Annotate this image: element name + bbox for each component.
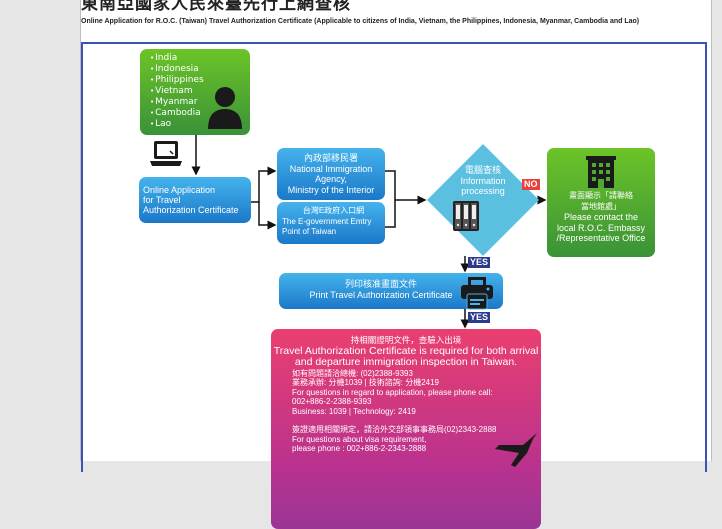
- processing-diamond: [427, 144, 539, 256]
- egov-en-2: Point of Taiwan: [282, 227, 337, 236]
- agency-en-1: National Immigration: [289, 163, 373, 174]
- info-zh-ext: 業務承辦: 分機1039 | 技術諮詢: 分機2419: [292, 378, 440, 387]
- country-item: Indonesia: [150, 64, 250, 75]
- airplane-icon: [495, 433, 537, 467]
- arrow-online-to-agency: [251, 166, 277, 203]
- person-icon: [208, 87, 242, 129]
- contact-en-2: local R.O.C. Embassy: [556, 222, 646, 233]
- info-en-head-1: Travel Authorization Certificate is requ…: [273, 344, 539, 357]
- page-title: 東南亞國家人民來臺先行上網查核: [81, 0, 351, 14]
- laptop-icon: [150, 141, 182, 166]
- online-application-box: Online Application for Travel Authorizat…: [139, 177, 251, 223]
- merge-line: [385, 170, 396, 228]
- yes-tag-1: YES: [468, 257, 491, 268]
- page-subtitle: Online Application for R.O.C. (Taiwan) T…: [81, 18, 640, 25]
- contact-zh-2: 當地館處」: [581, 201, 621, 211]
- country-item: Myanmar: [150, 97, 250, 108]
- info-zh-visa: 簽證適用相關規定，請洽外交部領事事務局(02)2343-2888: [292, 425, 497, 434]
- country-item: Philippines: [150, 75, 250, 86]
- country-item: India: [150, 53, 250, 64]
- processing-zh: 電腦查核: [464, 165, 501, 175]
- processing-en-2: processing: [461, 186, 505, 196]
- agency-en-3: Ministry of the Interior: [287, 184, 375, 195]
- contact-en-1: Please contact the: [563, 212, 639, 222]
- online-line-1: Online Application: [143, 185, 216, 195]
- country-item: Lao: [150, 119, 250, 130]
- agency-zh: 內政部移民署: [303, 153, 358, 163]
- printer-icon: [461, 277, 493, 310]
- info-en-question: For questions in regard to application, …: [292, 387, 493, 397]
- egov-en-1: The E-government Emtry: [282, 217, 372, 226]
- info-zh-phone: 如有問題請洽總機: (02)2388-9393: [292, 368, 413, 378]
- arrow-online-to-egov: [258, 202, 277, 230]
- egov-portal-box: 台灣E政府入口網 The E-government Emtry Point of…: [277, 202, 385, 244]
- immigration-agency-box: 內政部移民署 National Immigration Agency, Mini…: [277, 148, 385, 200]
- building-icon: [586, 156, 616, 188]
- info-en-ext: Business: 1039 | Technology: 2419: [292, 406, 416, 416]
- info-en-visa-1: For questions about visa requirement,: [292, 434, 427, 444]
- server-icon: [453, 201, 479, 231]
- inspection-info-box: 持相關證明文件，查驗入出境 Travel Authorization Certi…: [271, 329, 541, 529]
- info-en-phone: 002+886-2-2388-9393: [292, 397, 372, 406]
- processing-text: 電腦查核 Information processing: [427, 165, 539, 197]
- country-item: Cambodia: [150, 108, 250, 119]
- page: 東南亞國家人民來臺先行上網查核 Online Application for R…: [80, 0, 712, 529]
- online-line-2: for Travel: [143, 195, 181, 205]
- contact-en-3: /Representative Office: [556, 233, 646, 243]
- processing-en-1: Information: [460, 175, 506, 186]
- country-list: India Indonesia Philippines Vietnam Myan…: [150, 53, 250, 130]
- countries-box: India Indonesia Philippines Vietnam Myan…: [140, 49, 250, 135]
- contact-embassy-box: 畫面顯示「請聯絡 當地館處」 Please contact the local …: [547, 148, 655, 257]
- info-zh-head: 持相關證明文件，查驗入出境: [350, 335, 462, 345]
- agency-en-2: Agency,: [315, 174, 347, 184]
- flowchart-frame: India Indonesia Philippines Vietnam Myan…: [81, 42, 707, 529]
- no-tag: NO: [522, 179, 540, 190]
- info-en-head-2: and departure immigration inspection in …: [294, 356, 518, 368]
- country-item: Vietnam: [150, 86, 250, 97]
- egov-zh: 台灣E政府入口網: [302, 206, 365, 215]
- yes-tag-2: YES: [468, 312, 491, 323]
- info-en-visa-2: please phone : 002+886-2-2343-2888: [292, 444, 427, 453]
- flow-connectors: [191, 135, 547, 329]
- print-zh: 列印核准畫面文件: [344, 279, 417, 289]
- print-en: Print Travel Authorization Certificate: [309, 290, 453, 300]
- contact-zh-1: 畫面顯示「請聯絡: [569, 191, 633, 200]
- online-line-3: Authorization Certificate: [143, 205, 239, 215]
